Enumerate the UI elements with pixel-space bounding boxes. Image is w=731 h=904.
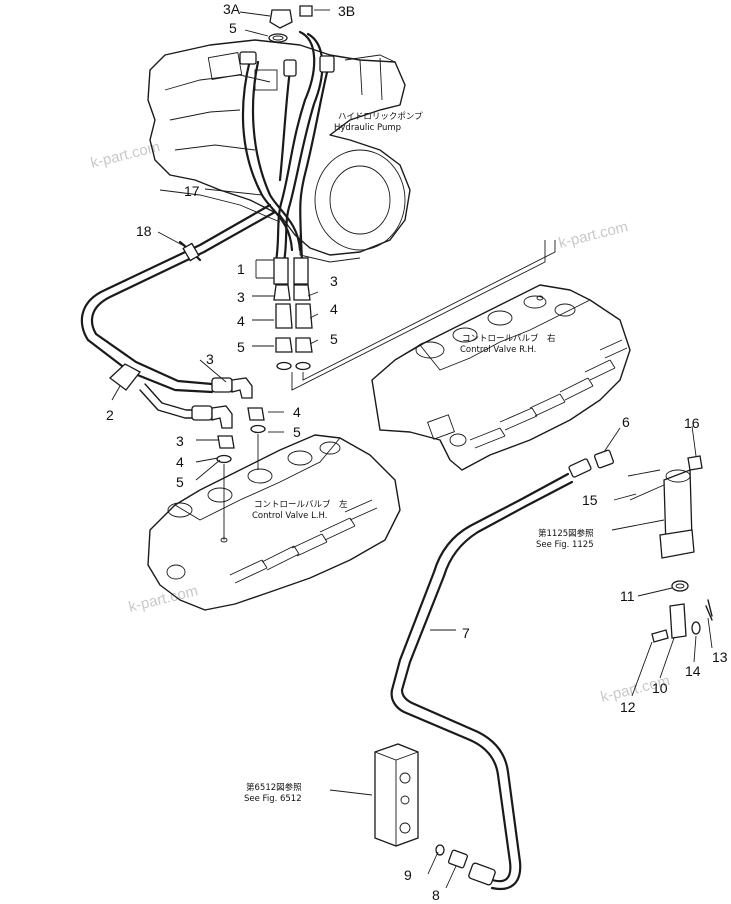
pump-hoses <box>239 30 335 264</box>
callout-2: 2 <box>106 407 114 423</box>
callout-1: 1 <box>237 261 245 277</box>
label-fig6512-en: See Fig. 6512 <box>244 794 302 804</box>
guide-lines <box>223 240 556 540</box>
label-control-valve-lh-jp: コントロールバルブ 左 <box>254 499 348 510</box>
pilot-tube-7 <box>390 449 614 891</box>
callout-4-right: 4 <box>330 301 338 317</box>
callout-3A: 3A <box>223 1 241 17</box>
callout-14: 14 <box>685 663 701 679</box>
callout-10: 10 <box>652 680 668 696</box>
control-valve-rh <box>371 284 631 471</box>
callout-17: 17 <box>184 183 200 199</box>
callout-5-top: 5 <box>229 20 237 36</box>
callout-12: 12 <box>620 699 636 715</box>
label-hydraulic-pump-jp: ハイドロリックポンプ <box>338 112 423 122</box>
pilot-valve-block <box>329 743 419 847</box>
callout-3-low: 3 <box>176 433 184 449</box>
callout-6: 6 <box>622 414 630 430</box>
callout-16: 16 <box>684 415 700 431</box>
callout-18: 18 <box>136 223 152 239</box>
callout-5-right: 5 <box>330 331 338 347</box>
label-hydraulic-pump-en: Hydraulic Pump <box>334 123 401 133</box>
watermark-right: k-part.com <box>557 218 630 252</box>
label-control-valve-rh-en: Control Valve R.H. <box>460 345 536 355</box>
component-labels: ハイドロリックポンプ Hydraulic Pump コントロールバルブ 右 Co… <box>244 112 594 804</box>
callout-3-left: 3 <box>237 289 245 305</box>
pressure-switch-assembly <box>611 455 713 643</box>
callout-4-left: 4 <box>237 313 245 329</box>
callout-3B: 3B <box>338 3 355 19</box>
callout-9: 9 <box>404 867 412 883</box>
callout-4-low: 4 <box>176 454 184 470</box>
control-valve-lh <box>147 434 401 611</box>
callout-3-mid: 3 <box>206 351 214 367</box>
callout-7: 7 <box>462 625 470 641</box>
callout-11: 11 <box>620 588 635 604</box>
top-fittings <box>204 5 330 196</box>
drain-elbow-fittings <box>191 377 266 464</box>
callout-numbers: 3A 3B 5 17 18 1 3 4 5 3 4 5 3 2 4 5 3 4 … <box>106 1 728 903</box>
label-fig6512-jp: 第6512図参照 <box>246 782 302 793</box>
label-fig1125-en: See Fig. 1125 <box>536 540 594 550</box>
hose-end-fittings <box>252 257 319 371</box>
callout-4-mid: 4 <box>293 404 301 420</box>
callout-5-low: 5 <box>176 474 184 490</box>
label-control-valve-rh-jp: コントロールバルブ 右 <box>462 333 556 344</box>
hydraulic-pump <box>147 39 411 263</box>
callout-15: 15 <box>582 492 598 508</box>
callout-5-mid: 5 <box>293 424 301 440</box>
callout-3-right: 3 <box>330 273 338 289</box>
callout-8: 8 <box>432 887 440 903</box>
label-control-valve-lh-en: Control Valve L.H. <box>252 511 328 521</box>
callout-13: 13 <box>712 649 728 665</box>
leader-lines <box>195 359 713 889</box>
callout-5-left: 5 <box>237 339 245 355</box>
label-fig1125-jp: 第1125図参照 <box>538 528 594 539</box>
